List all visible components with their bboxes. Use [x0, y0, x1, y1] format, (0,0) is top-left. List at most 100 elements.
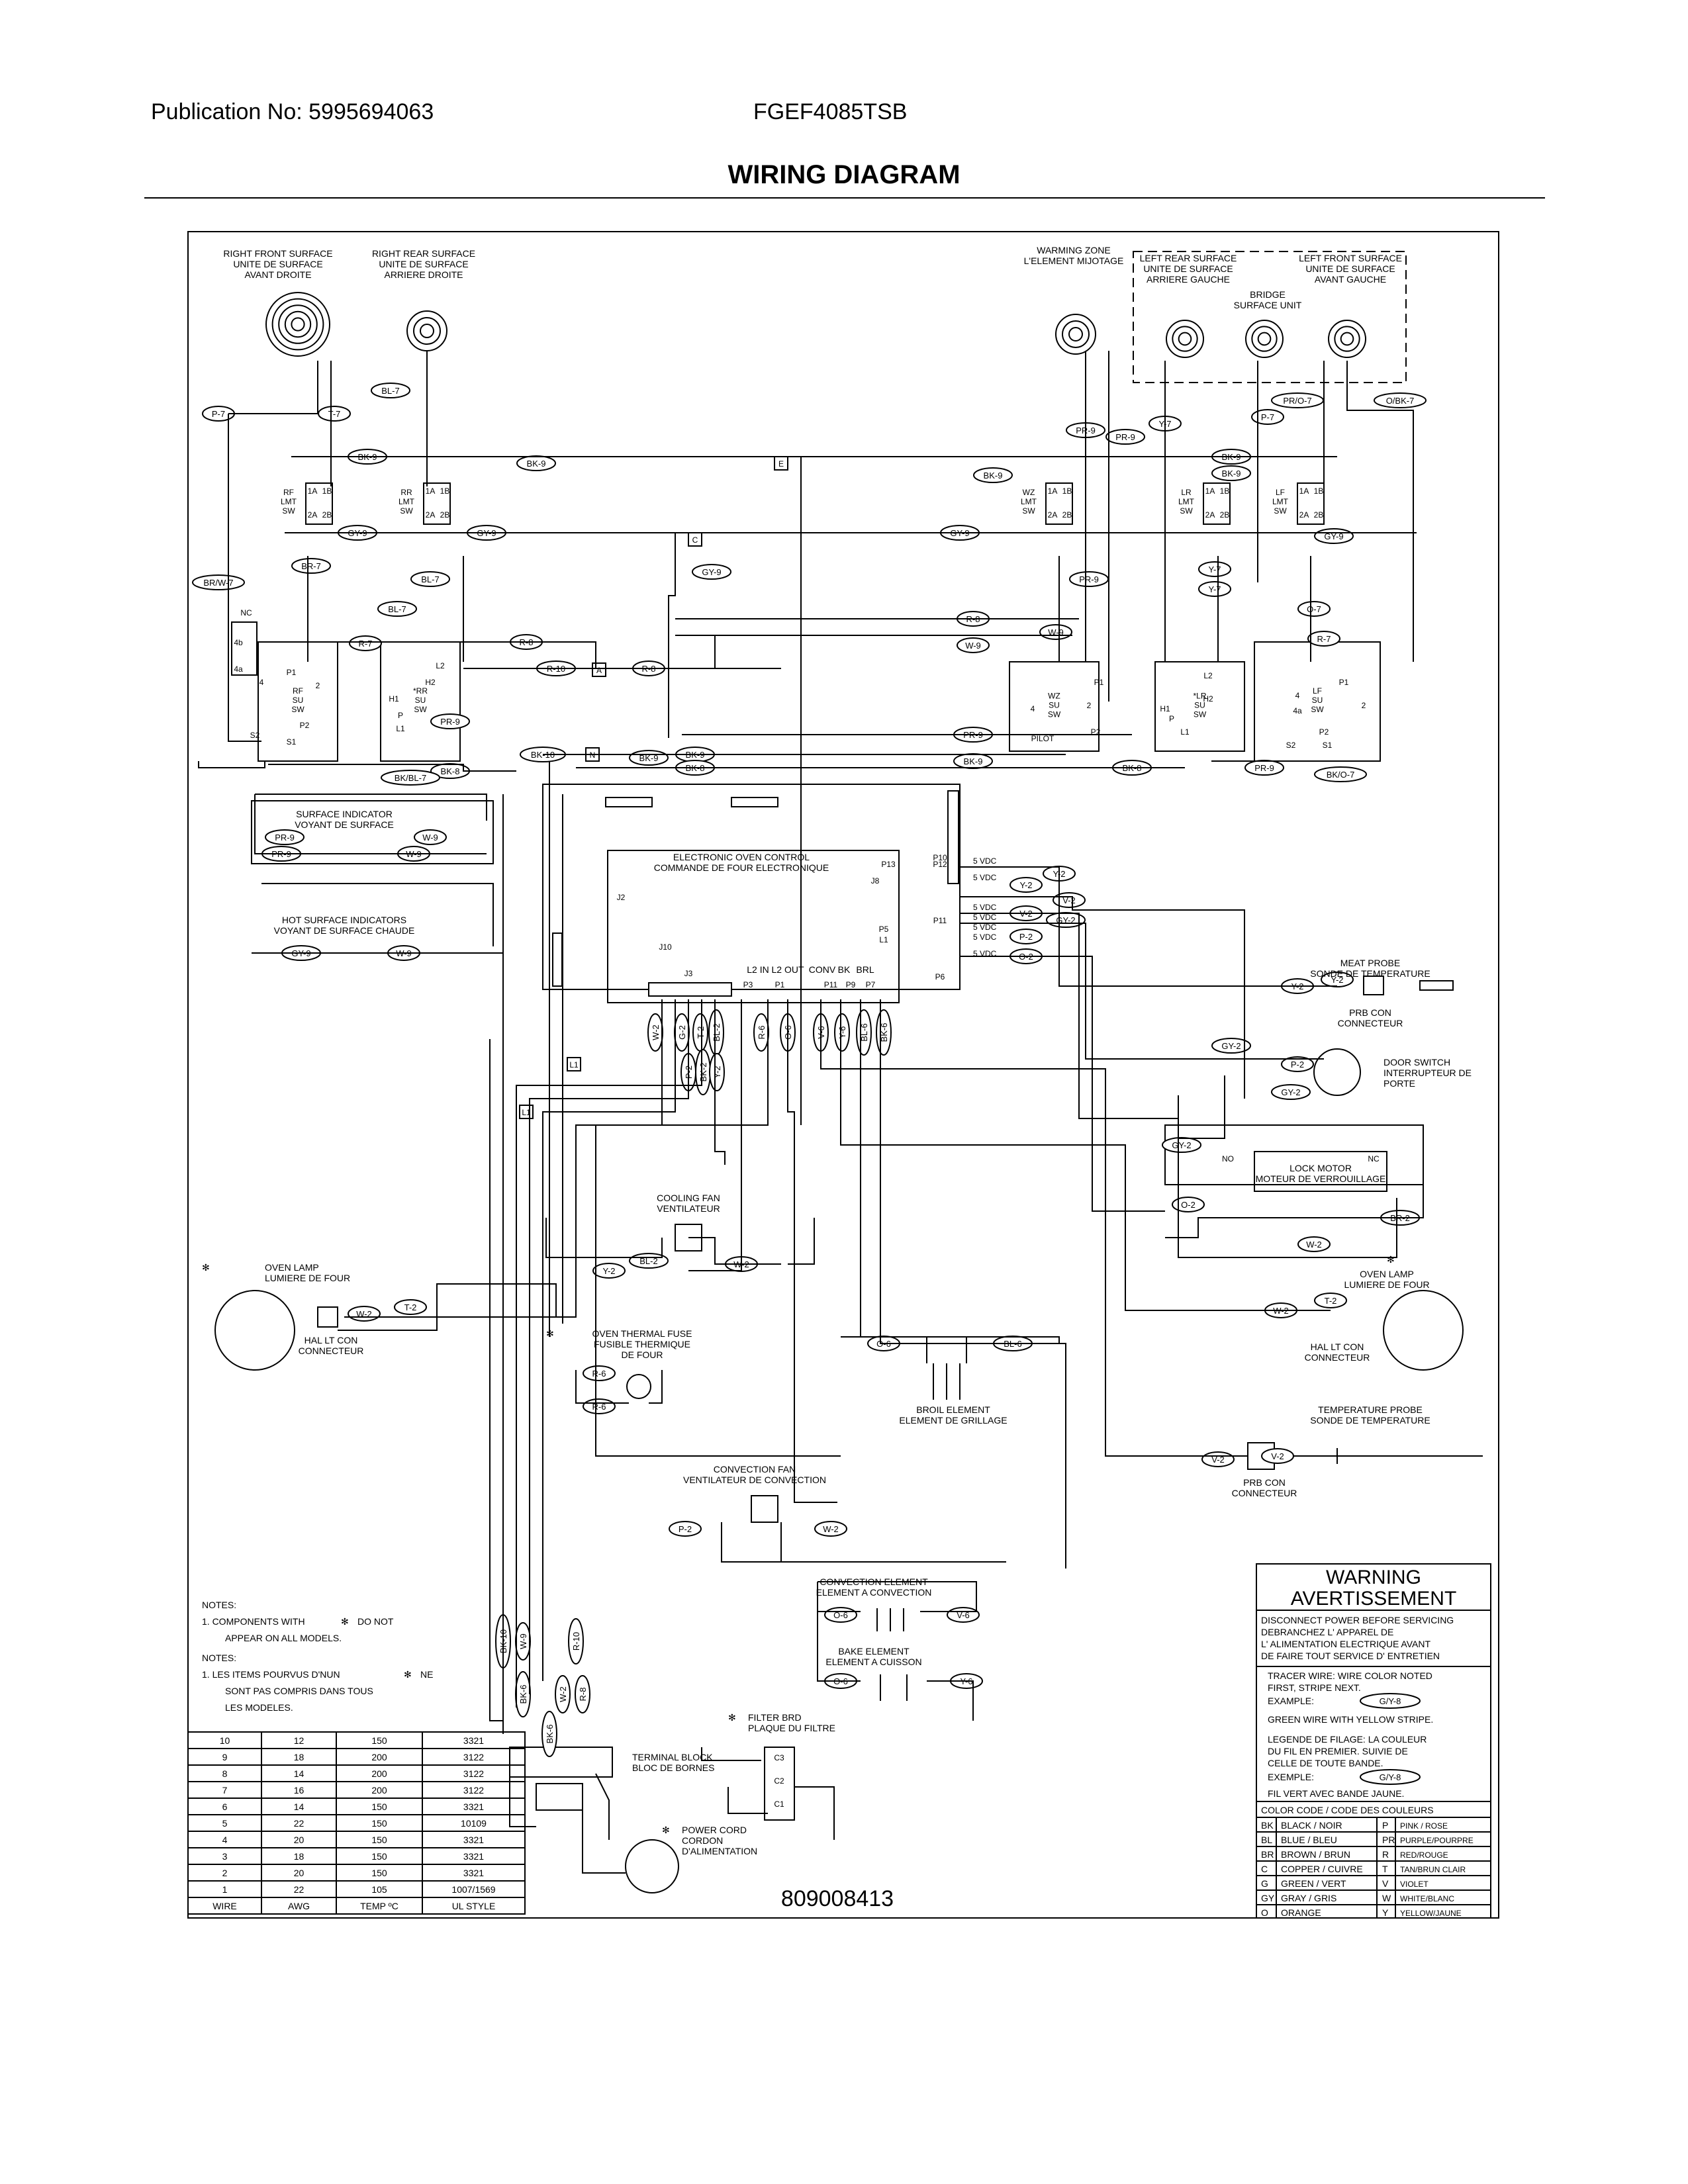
rf-surface-coil: [291, 317, 305, 332]
wire-line: [649, 1370, 663, 1404]
thermal-fuse-star: ✻: [546, 1328, 554, 1339]
wire-line: [575, 1370, 629, 1404]
wire-label: G/Y-8: [1380, 1696, 1401, 1706]
legend-line: DU FIL EN PREMIER. SUIVIE DE: [1268, 1746, 1408, 1756]
lf-surface-label: UNITE DE SURFACE: [1305, 263, 1395, 274]
wire-label-oval: [1211, 1038, 1251, 1054]
door-switch-label: DOOR SWITCH: [1383, 1057, 1450, 1068]
wire-line: [721, 1522, 1006, 1563]
wire-label-oval: [1211, 465, 1251, 481]
note-star: ✻: [404, 1669, 412, 1680]
color-abbr: GY: [1261, 1893, 1275, 1903]
hal-lt-con-left: [317, 1306, 338, 1328]
wire-table-header: UL STYLE: [452, 1901, 496, 1911]
wire-label-oval: [1314, 1293, 1347, 1308]
thermal-fuse-label: FUSIBLE THERMIQUE: [594, 1339, 690, 1349]
wire-table-cell: 3321: [463, 1835, 484, 1845]
lf-surface-coil: [1340, 332, 1354, 346]
wire-label-oval: [410, 571, 450, 587]
term-label: L2: [436, 661, 445, 670]
wire-label-oval: [1198, 561, 1231, 577]
example-text: GREEN WIRE WITH YELLOW STRIPE.: [1268, 1714, 1433, 1725]
term-label: 4: [1031, 704, 1035, 713]
pin-p10: P10: [933, 853, 947, 862]
junction-node: [567, 1057, 581, 1071]
bake-element: [880, 1674, 908, 1701]
pin-bk: BK: [838, 964, 851, 975]
wire-line: [228, 414, 261, 742]
term-label: 1A: [1299, 486, 1309, 496]
lr-su-switch: [1154, 661, 1245, 752]
hot-surface-label: VOYANT DE SURFACE CHAUDE: [274, 925, 415, 936]
eoc-connector-j3-bottom: [648, 982, 732, 997]
term-label: 4: [259, 678, 264, 687]
wire-label: BK-6: [879, 1023, 889, 1042]
wire-table-cell: 8: [222, 1768, 228, 1779]
term-label: 1B: [322, 486, 332, 496]
filter-star: ✻: [728, 1712, 736, 1723]
lr-surface-coil: [1172, 326, 1198, 352]
power-cord-label: POWER CORD: [682, 1825, 747, 1835]
lr-surface-label: LEFT REAR SURFACE: [1140, 253, 1237, 263]
wz-su-switch-label: SW: [1048, 710, 1061, 719]
term-label: P: [1169, 714, 1174, 723]
oven-lamp-left-label: OVEN LAMP: [265, 1262, 319, 1273]
wire-label: W-2: [823, 1524, 839, 1534]
wire-label: W-9: [965, 641, 981, 651]
rf-limit-switch: [305, 482, 333, 525]
color-abbr: C: [1261, 1864, 1268, 1874]
term-label: P: [398, 711, 403, 720]
wire-label: BR/W-7: [203, 578, 233, 588]
conv-fan-label: CONVECTION FAN: [714, 1464, 796, 1475]
term-label: H1: [389, 694, 399, 704]
wire-line: [261, 883, 494, 946]
oven-lamp-right-star: ✻: [1387, 1254, 1395, 1265]
wire-label: P-2: [684, 1066, 694, 1079]
pin-p7: P7: [866, 980, 876, 989]
wz-su-switch-label: SU: [1049, 701, 1060, 710]
color-abbr: Y: [1382, 1907, 1389, 1918]
lf-surface-label: AVANT GAUCHE: [1315, 274, 1386, 285]
thermal-fuse: [626, 1374, 651, 1399]
meat-prb-con-label: CONNECTEUR: [1338, 1018, 1403, 1028]
lock-motor-inner: [1254, 1151, 1387, 1192]
pin-j8: J8: [871, 876, 880, 886]
wire-label: BK-9: [527, 459, 546, 469]
term-label: 2A: [1048, 510, 1058, 520]
wire-table-cell: 3321: [463, 1735, 484, 1746]
note-line: NE: [420, 1669, 433, 1680]
warming-zone-coil: [1062, 320, 1090, 348]
warning-title: WARNING: [1326, 1567, 1421, 1588]
wire-table-cell: 22: [294, 1818, 305, 1829]
con-label: NC: [240, 608, 252, 617]
eoc-board: [607, 850, 900, 1003]
lr-su-switch-label: SW: [1194, 710, 1207, 719]
wire-label: W-2: [651, 1024, 661, 1040]
pin-l1: L1: [879, 935, 888, 944]
wire-label: BK-8: [1123, 763, 1142, 773]
wire-label: T-7: [328, 409, 341, 419]
lr-su-switch-label: *LR: [1193, 692, 1206, 701]
wire-line: [1178, 1075, 1225, 1139]
wire-label-oval: [430, 713, 470, 729]
wire-line: [595, 1773, 610, 1840]
wz-limit-switch-label: WZ: [1023, 488, 1035, 497]
meat-prb-con-label: PRB CON: [1349, 1007, 1391, 1018]
color-name: GRAY / GRIS: [1281, 1893, 1336, 1903]
wire-label: Y-2: [712, 1066, 722, 1078]
bake-label: ELEMENT A CUISSON: [825, 1657, 921, 1667]
wz-limit-switch-label: LMT: [1021, 497, 1037, 506]
wire-label-oval: [371, 383, 410, 398]
wire-label: BK-6: [518, 1685, 528, 1704]
wire-label: BL-7: [388, 604, 406, 614]
wire-label: BK-6: [545, 1725, 555, 1744]
broil-label: BROIL ELEMENT: [916, 1404, 990, 1415]
temp-prb-con-label: PRB CON: [1243, 1477, 1286, 1488]
wire-label: Y-7: [1208, 565, 1221, 574]
wire-label-oval: [1198, 581, 1231, 597]
warming-zone-label: WARMING ZONE: [1037, 245, 1110, 255]
wire-label: GY-2: [1172, 1140, 1191, 1150]
wire-line: [596, 635, 716, 669]
warming-zone-coil: [1055, 314, 1096, 355]
pin-p9: P9: [846, 980, 856, 989]
